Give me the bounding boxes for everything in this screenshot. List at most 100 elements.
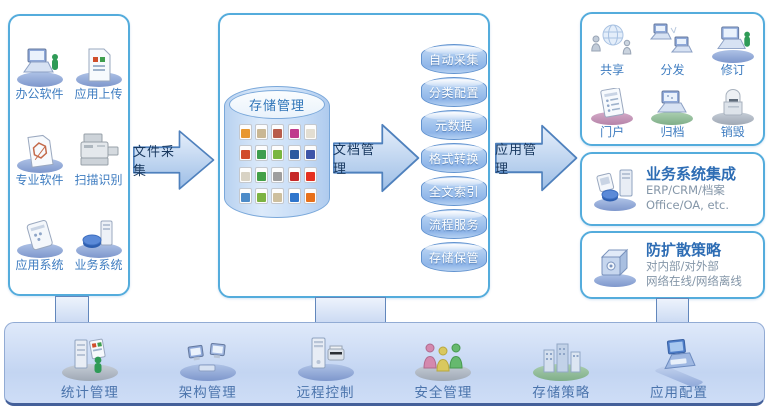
admin-item-label: 存储策略	[532, 385, 591, 401]
application-manage-arrow: 应用管理	[495, 120, 579, 196]
delivery-item-share: 共享	[585, 19, 639, 77]
storage-cylinder-label: 存储管理	[229, 90, 325, 119]
policy-line: 网络在线/网络离线	[646, 274, 742, 289]
delivery-item-label: 共享	[600, 62, 625, 77]
portal-page-icon	[585, 81, 639, 126]
project-file-icon	[271, 145, 285, 162]
admin-item-storage-policy: 存储策略	[528, 327, 594, 401]
pdf-file-icon	[287, 166, 301, 183]
distribute-laptops-icon	[645, 19, 699, 63]
safe-box-icon	[588, 243, 642, 287]
admin-bar: 统计管理 架构管理 远程控制 安全管理	[4, 322, 765, 406]
autocad-doc-file-icon	[238, 166, 252, 183]
powerpoint-file-icon	[238, 145, 252, 162]
delivery-item-archive: 归档	[645, 81, 699, 139]
cad-document-icon	[12, 123, 68, 173]
delivery-item-destroy: 销毁	[706, 81, 760, 139]
admin-item-label: 架构管理	[178, 385, 237, 401]
chart-doc-file-icon	[238, 187, 252, 204]
service-drum: 元数据	[421, 110, 487, 140]
file-type-grid	[237, 124, 319, 204]
shredder-icon	[706, 81, 760, 126]
file-collect-arrow-label: 文件采集	[133, 145, 176, 179]
policy-line: 对内部/对外部	[646, 259, 719, 274]
source-item-label: 办公软件	[15, 87, 64, 102]
service-drum: 格式转换	[421, 143, 487, 173]
connector-sources-to-admin	[55, 296, 89, 324]
delivery-item-portal: 门户	[585, 81, 639, 139]
sources-panel: 办公软件 应用上传 专业软件 扫描识别	[8, 14, 130, 296]
source-item-professional-software: 专业软件	[12, 123, 68, 187]
delivery-item-label: 修订	[720, 62, 745, 77]
png-image-file-icon	[287, 124, 301, 140]
file-collect-arrow: 文件采集	[133, 126, 216, 194]
service-stack: 自动采集 分类配置 元数据 格式转换 全文索引 流程服务 存储保管	[421, 44, 487, 275]
storage-cylinder: 存储管理	[224, 86, 330, 218]
rss-file-icon	[304, 187, 318, 204]
security-people-icon	[410, 327, 476, 381]
delivery-item-label: 分发	[660, 62, 685, 77]
source-item-label: 应用上传	[74, 87, 123, 102]
gif-image-file-icon	[238, 124, 252, 140]
upload-document-icon	[71, 37, 127, 88]
integration-panel: 业务系统集成 ERP/CRM/档案 Office/OA, etc.	[580, 152, 765, 226]
generic-doc-file-icon	[271, 187, 285, 204]
source-item-app-upload: 应用上传	[71, 37, 127, 101]
policy-panel: 防扩散策略 对内部/对外部 网络在线/网络离线	[580, 231, 765, 299]
source-item-label: 扫描识别	[74, 172, 123, 187]
source-item-label: 专业软件	[15, 172, 64, 187]
admin-item-remote: 远程控制	[293, 327, 359, 401]
storage-buildings-icon	[528, 327, 594, 381]
source-item-business-system: 业务系统	[71, 208, 127, 272]
document-manage-arrow: 文档管理	[333, 119, 421, 197]
share-globe-icon	[585, 19, 639, 63]
delivery-item-revise: 修订	[706, 19, 760, 77]
delivery-item-distribute: 分发	[645, 19, 699, 77]
text-doc-file-icon	[271, 166, 285, 183]
connector-policy-to-admin	[656, 298, 689, 324]
delivery-item-label: 归档	[660, 125, 685, 140]
media-video-file-icon	[255, 166, 269, 183]
policy-title: 防扩散策略	[646, 240, 722, 259]
service-drum: 流程服务	[421, 209, 487, 239]
service-drum: 存储保管	[421, 242, 487, 272]
office-laptop-icon	[12, 37, 68, 88]
admin-item-label: 应用配置	[650, 385, 709, 401]
revise-laptop-icon	[706, 19, 760, 63]
integration-line: Office/OA, etc.	[646, 198, 730, 213]
audio-doc-file-icon	[304, 124, 318, 140]
admin-item-label: 远程控制	[296, 385, 355, 401]
source-item-application-system: 应用系统	[12, 208, 68, 272]
source-item-label: 应用系统	[15, 258, 64, 273]
integration-line: ERP/CRM/档案	[646, 183, 725, 198]
remote-tower-printer-icon	[293, 327, 359, 381]
word-file-icon	[287, 145, 301, 162]
delivery-panel: 共享 分发 修订 门户	[580, 12, 765, 146]
document-manage-arrow-label: 文档管理	[333, 143, 376, 177]
stats-cabinet-icon	[57, 327, 123, 381]
admin-item-security: 安全管理	[410, 327, 476, 401]
admin-item-app-config: 应用配置	[646, 327, 712, 401]
admin-item-label: 安全管理	[414, 385, 473, 401]
delivery-item-label: 销毁	[720, 125, 745, 140]
photo-doc-file-icon	[255, 124, 269, 140]
source-item-label: 业务系统	[74, 258, 123, 273]
copier-icon	[71, 123, 127, 173]
app-config-laptop-icon	[646, 327, 712, 388]
admin-item-architecture: 架构管理	[175, 327, 241, 401]
admin-item-stats: 统计管理	[57, 327, 123, 401]
integration-title: 业务系统集成	[646, 164, 737, 183]
excel-file-icon	[255, 145, 269, 162]
integration-server-icon	[588, 167, 642, 211]
source-item-scan-recognition: 扫描识别	[71, 123, 127, 187]
service-drum: 全文索引	[421, 176, 487, 206]
source-item-office-software: 办公软件	[12, 37, 68, 101]
connector-storage-to-admin	[315, 297, 386, 324]
archive-doc-file-icon	[271, 124, 285, 140]
archive-laptop-icon	[645, 81, 699, 126]
delivery-item-label: 门户	[600, 125, 625, 140]
service-drum: 自动采集	[421, 44, 487, 74]
admin-item-label: 统计管理	[60, 385, 119, 401]
application-manage-arrow-label: 应用管理	[495, 143, 538, 177]
